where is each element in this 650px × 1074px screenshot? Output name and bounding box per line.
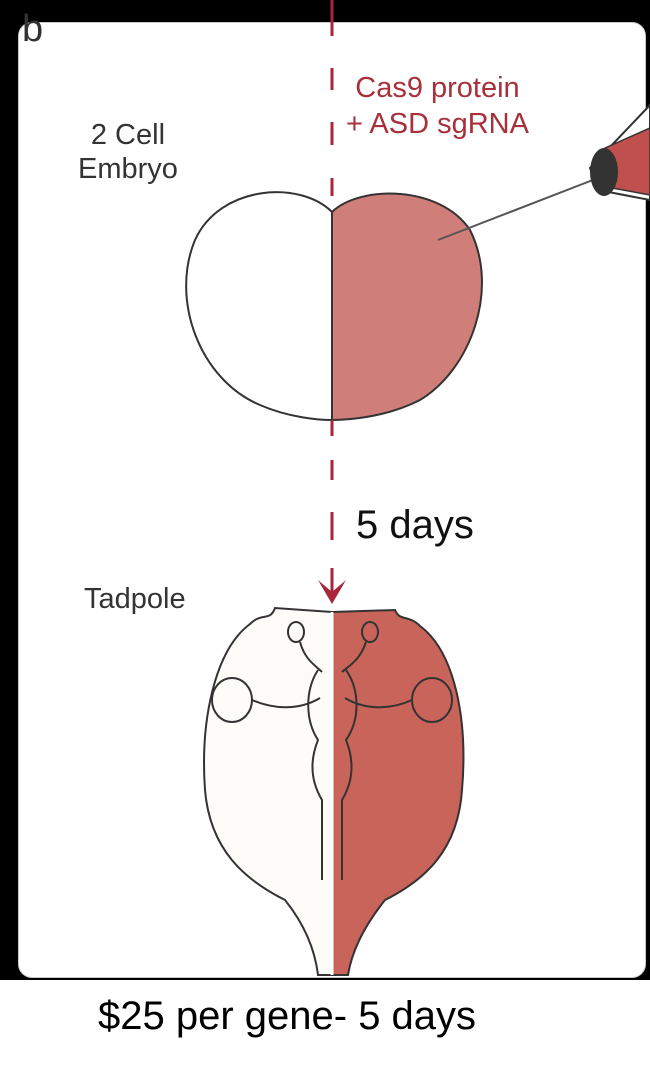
injection-label-line2: + ASD sgRNA — [346, 106, 529, 142]
embryo-label-line1: 2 Cell — [78, 118, 178, 152]
injection-label-line1: Cas9 protein — [346, 70, 529, 106]
embryo-uninjected-cell — [186, 192, 332, 420]
injection-label: Cas9 protein + ASD sgRNA — [346, 70, 529, 142]
tadpole-label: Tadpole — [84, 583, 186, 616]
embryo-label-line2: Embryo — [78, 152, 178, 186]
duration-label: 5 days — [356, 503, 474, 548]
embryo-label: 2 Cell Embryo — [78, 118, 178, 186]
panel-letter: b — [22, 8, 43, 51]
caption: $25 per gene- 5 days — [98, 994, 476, 1039]
embryo-injected-cell — [332, 194, 482, 420]
